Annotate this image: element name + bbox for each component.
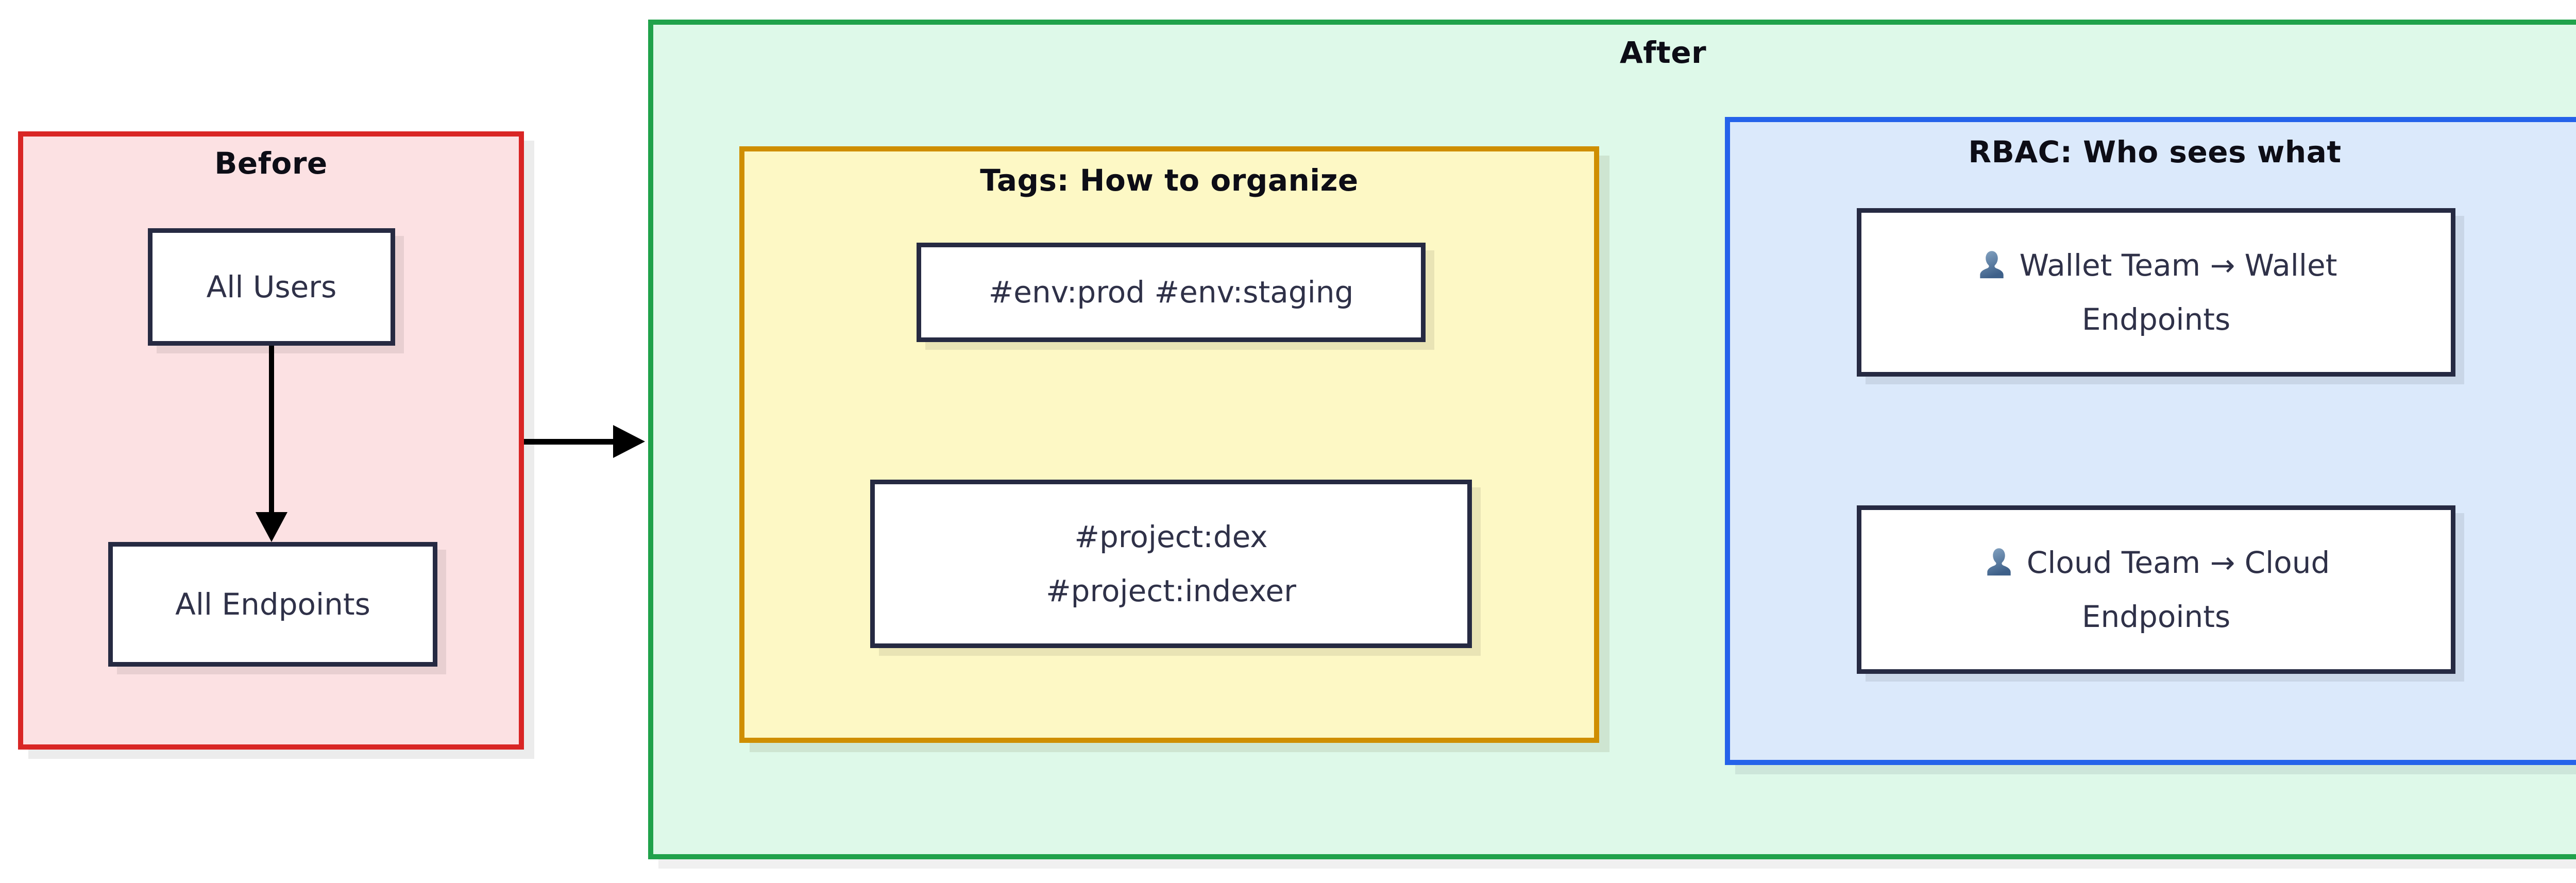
rbac-cluster-title: RBAC: Who sees what	[1968, 134, 2342, 169]
node-all-users-label: All Users	[206, 269, 337, 304]
user-icon	[1979, 251, 2004, 279]
down-arrow-shaft	[269, 346, 274, 513]
node-all-endpoints: All Endpoints	[108, 542, 437, 667]
down-arrow-head-icon	[256, 512, 287, 542]
node-wallet-team-line1: Wallet Team → Wallet	[2019, 248, 2337, 283]
node-cloud-team: Cloud Team → Cloud Endpoints	[1857, 505, 2455, 674]
right-arrow-shaft	[524, 439, 613, 445]
node-env-tags: #env:prod #env:staging	[917, 243, 1426, 342]
node-project-tags-line1: #project:dex	[1074, 519, 1268, 555]
node-cloud-team-line1: Cloud Team → Cloud	[2026, 545, 2330, 581]
tags-cluster-title: Tags: How to organize	[980, 163, 1359, 198]
node-cloud-team-line2: Endpoints	[2081, 599, 2231, 634]
node-all-users: All Users	[148, 228, 395, 346]
after-cluster-title: After	[1619, 35, 1707, 70]
node-project-tags-line2: #project:indexer	[1046, 573, 1296, 608]
node-wallet-team-line2: Endpoints	[2081, 301, 2231, 337]
before-cluster-title: Before	[214, 146, 328, 181]
tags-cluster: Tags: How to organize	[739, 146, 1599, 743]
right-arrow-head-icon	[613, 425, 645, 458]
node-wallet-team: Wallet Team → Wallet Endpoints	[1857, 208, 2455, 377]
node-all-endpoints-label: All Endpoints	[175, 586, 370, 622]
user-icon	[1987, 548, 2011, 576]
node-env-tags-label: #env:prod #env:staging	[988, 275, 1354, 310]
node-project-tags: #project:dex #project:indexer	[870, 480, 1472, 648]
